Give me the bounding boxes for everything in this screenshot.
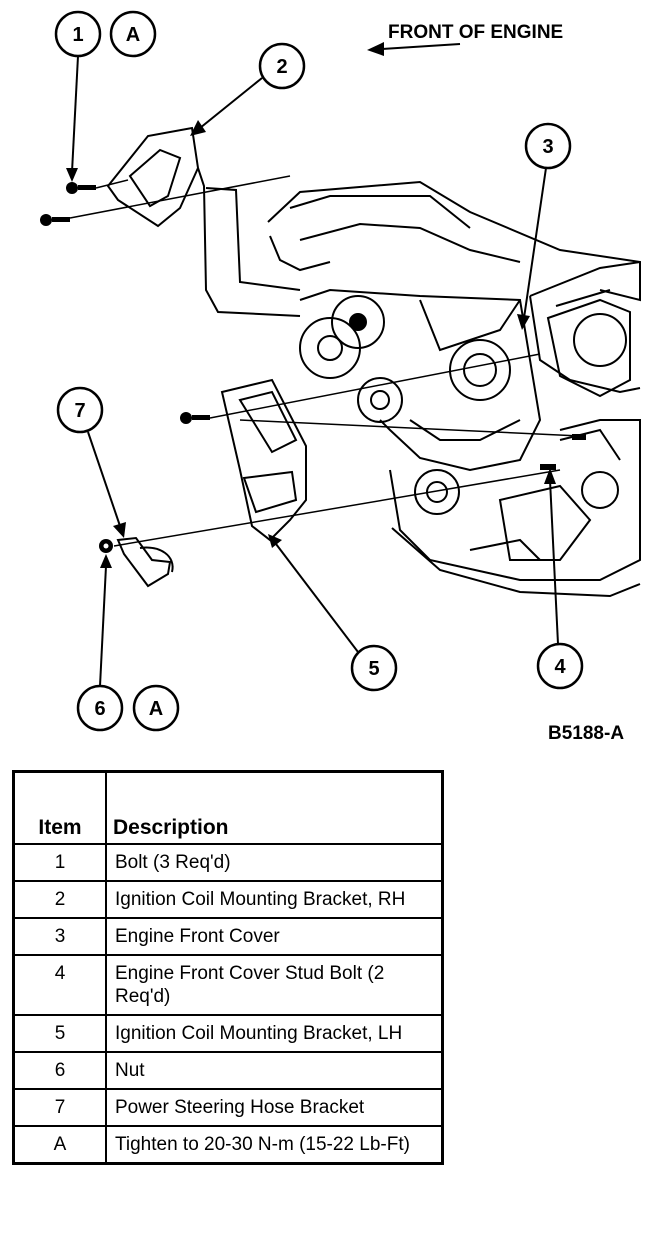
item-cell: A	[12, 1125, 107, 1165]
svg-text:5: 5	[368, 658, 379, 680]
item-cell: 4	[12, 954, 107, 1016]
callout-1: 1	[54, 10, 102, 182]
front-arrow-icon	[367, 42, 461, 56]
table-row: 5 Ignition Coil Mounting Bracket, LH	[12, 1014, 444, 1053]
legend-header-row: Item Description	[12, 770, 444, 845]
rh-coil-bracket	[106, 126, 301, 317]
callout-5: 5	[268, 534, 398, 692]
bolt-icon	[40, 182, 210, 424]
description-cell: Nut	[104, 1051, 444, 1090]
table-row: 3 Engine Front Cover	[12, 917, 444, 956]
svg-text:A: A	[126, 24, 140, 46]
item-cell: 5	[12, 1014, 107, 1053]
description-cell: Engine Front Cover	[104, 917, 444, 956]
description-cell: Bolt (3 Req'd)	[104, 843, 444, 882]
svg-text:3: 3	[542, 136, 553, 158]
table-row: 2 Ignition Coil Mounting Bracket, RH	[12, 880, 444, 919]
engine-exploded-diagram: FRONT OF ENGINE	[40, 10, 641, 732]
svg-text:2: 2	[276, 56, 287, 78]
callout-3: 3	[517, 122, 572, 330]
description-cell: Engine Front Cover Stud Bolt (2 Req'd)	[104, 954, 444, 1016]
front-of-engine-label: FRONT OF ENGINE	[388, 22, 563, 43]
svg-text:1: 1	[72, 24, 83, 46]
callout-a-bottom: A	[132, 684, 180, 732]
description-cell: Tighten to 20-30 N-m (15-22 Lb-Ft)	[104, 1125, 444, 1165]
legend-table: Item Description 1 Bolt (3 Req'd) 2 Igni…	[12, 770, 444, 1165]
nut-icon	[99, 539, 113, 553]
alignment-lines	[69, 175, 581, 547]
callout-2: 2	[190, 42, 306, 136]
callout-6: 6	[76, 554, 124, 732]
table-row: 6 Nut	[12, 1051, 444, 1090]
svg-text:7: 7	[74, 400, 85, 422]
engine-block	[267, 180, 641, 598]
item-cell: 7	[12, 1088, 107, 1127]
figure-id: B5188-A	[548, 723, 625, 744]
table-row: 4 Engine Front Cover Stud Bolt (2 Req'd)	[12, 954, 444, 1016]
lh-coil-bracket	[220, 378, 307, 542]
column-header-item: Item	[12, 770, 107, 845]
column-header-description: Description	[104, 770, 444, 845]
item-cell: 2	[12, 880, 107, 919]
svg-text:A: A	[149, 698, 163, 720]
callout-7: 7	[56, 386, 126, 538]
description-cell: Power Steering Hose Bracket	[104, 1088, 444, 1127]
callout-4: 4	[536, 468, 584, 690]
table-row: 7 Power Steering Hose Bracket	[12, 1088, 444, 1127]
item-cell: 6	[12, 1051, 107, 1090]
ps-hose-bracket	[116, 536, 174, 588]
table-row: 1 Bolt (3 Req'd)	[12, 843, 444, 882]
stud-bolt-icon	[540, 434, 586, 470]
item-cell: 1	[12, 843, 107, 882]
description-cell: Ignition Coil Mounting Bracket, RH	[104, 880, 444, 919]
svg-text:4: 4	[554, 656, 566, 678]
item-cell: 3	[12, 917, 107, 956]
table-row: A Tighten to 20-30 N-m (15-22 Lb-Ft)	[12, 1125, 444, 1165]
description-cell: Ignition Coil Mounting Bracket, LH	[104, 1014, 444, 1053]
callout-a-top: A	[109, 10, 157, 58]
svg-text:6: 6	[94, 698, 105, 720]
